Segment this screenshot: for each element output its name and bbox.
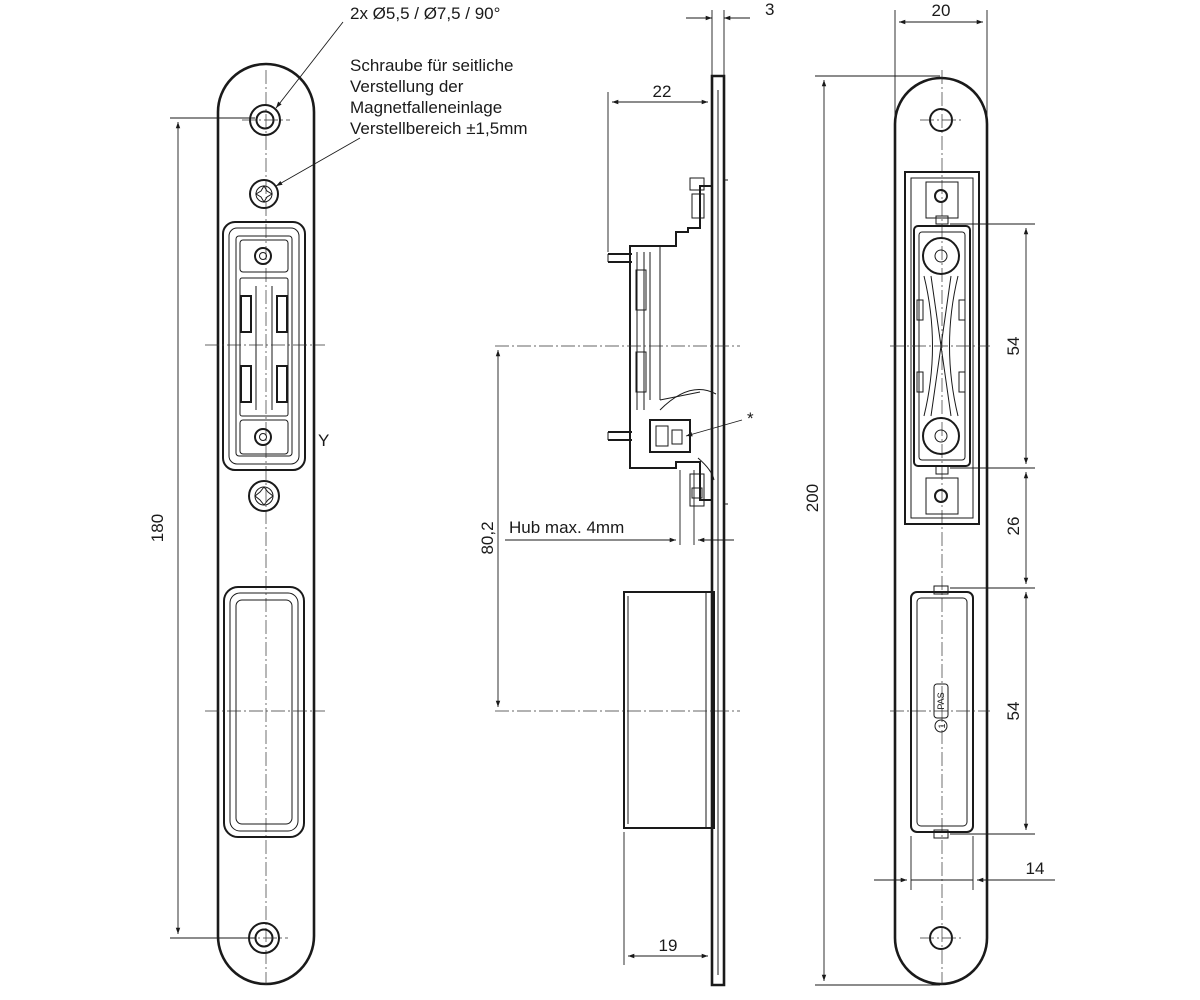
- side-plate-thickness-label: 3: [765, 0, 774, 19]
- brand-logo: 1 PAS: [933, 683, 949, 733]
- side-depth-bottom-label: 19: [659, 936, 678, 955]
- back-width-dimension: 20: [894, 1, 988, 120]
- back-view: 1 PAS 20 200: [803, 1, 1055, 986]
- stroke-note-text: Hub max. 4mm: [509, 518, 624, 537]
- front-strike-plate: [216, 62, 316, 986]
- back-gap-label: 26: [1004, 517, 1023, 536]
- side-latch-housing: [607, 177, 728, 507]
- back-latch-frame: [890, 171, 990, 525]
- holes-spec-text: 2x Ø5,5 / Ø7,5 / 90°: [350, 4, 500, 23]
- side-plate-thickness-dimension: 3: [686, 0, 774, 76]
- back-latch-spacing-label: 54: [1004, 337, 1023, 356]
- side-offset-label: 80,2: [478, 521, 497, 554]
- side-offset-dimension: 80,2: [478, 350, 501, 707]
- screw-note-line-1: Schraube für seitliche: [350, 56, 513, 75]
- screw-note-leader: [275, 137, 361, 187]
- back-top-hole: [920, 108, 962, 132]
- side-depth-bottom-dimension: 19: [623, 832, 708, 965]
- back-total-height-label: 200: [803, 484, 822, 512]
- side-depth-top-dimension: 22: [607, 82, 708, 252]
- screw-note-line-3: Magnetfalleneinlage: [350, 98, 502, 117]
- back-bottom-width-label: 14: [1026, 859, 1045, 878]
- side-bolt-box: [623, 591, 715, 829]
- side-plate: [710, 74, 726, 987]
- back-total-height-dimension: 200: [803, 75, 940, 986]
- back-right-dimension-chain: 54 26 54: [950, 223, 1035, 835]
- side-depth-top-label: 22: [653, 82, 672, 101]
- back-bolt-recess: 1 PAS: [890, 585, 990, 839]
- back-bottom-width-dimension: 14: [874, 836, 1055, 890]
- front-adjustment-screw: [249, 179, 279, 209]
- back-bolt-height-label: 54: [1004, 702, 1023, 721]
- front-latch-window: [205, 221, 325, 471]
- front-view: 180 Y 2x Ø5,5 / Ø7,5 / 90° Schraube für …: [148, 4, 528, 986]
- front-top-mounting-hole: [242, 104, 290, 136]
- y-marker-label: Y: [318, 431, 329, 450]
- asterisk-label: *: [747, 409, 754, 428]
- screw-note-line-4: Verstellbereich ±1,5mm: [350, 119, 528, 138]
- front-bolt-recess: [205, 586, 325, 838]
- front-height-dimension: 180: [148, 117, 255, 939]
- svg-text:1: 1: [937, 723, 947, 728]
- screw-note-line-2: Verstellung der: [350, 77, 464, 96]
- holes-spec-leader: [275, 21, 344, 109]
- side-view: 22 3 80,2 Hub max. 4mm *: [478, 0, 774, 987]
- back-width-label: 20: [932, 1, 951, 20]
- side-stroke-dimension: Hub max. 4mm: [505, 470, 734, 545]
- back-strike-plate: [893, 76, 989, 986]
- brand-mark-text: PAS: [936, 692, 946, 709]
- front-lower-screw: [248, 480, 280, 512]
- back-bottom-hole: [920, 926, 962, 950]
- asterisk-leader: [685, 419, 743, 437]
- front-height-label: 180: [148, 514, 167, 542]
